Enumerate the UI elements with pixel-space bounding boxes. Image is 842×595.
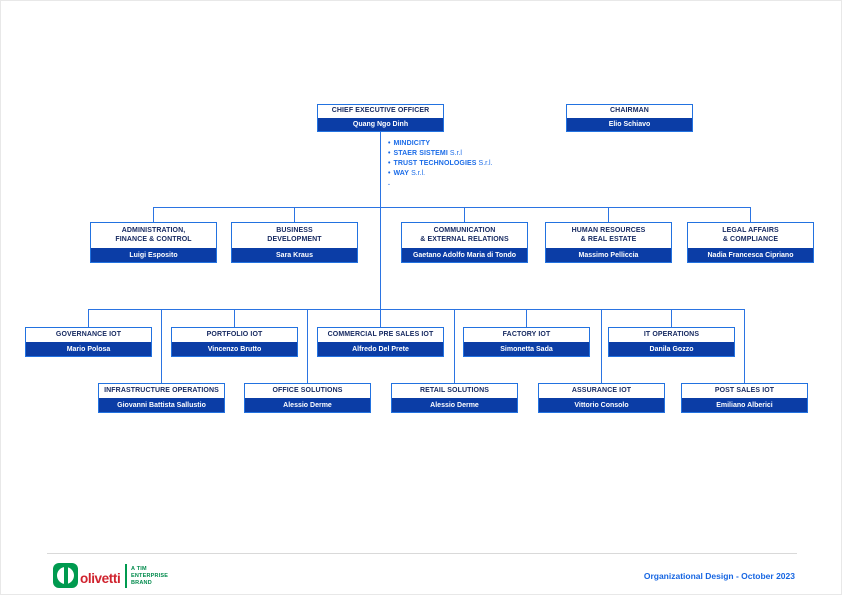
connector-row4-stub <box>601 309 602 383</box>
footer-note: Organizational Design - October 2023 <box>643 571 795 581</box>
box-factory-iot: FACTORY IOT Simonetta Sada <box>463 327 590 357</box>
connector-row3-stub <box>88 309 89 327</box>
box-name: Luigi Esposito <box>91 248 216 262</box>
connector-row2-stub <box>294 207 295 222</box>
connector-row2-stub <box>464 207 465 222</box>
connector-row3-stub <box>380 309 381 327</box>
box-title: LEGAL AFFAIRS& COMPLIANCE <box>722 227 779 243</box>
box-legal-affairs-compliance: LEGAL AFFAIRS& COMPLIANCE Nadia Francesc… <box>687 222 814 263</box>
connector-row3-horizontal <box>88 309 745 310</box>
box-title: COMMUNICATION& EXTERNAL RELATIONS <box>420 227 509 243</box>
box-name: Alessio Derme <box>392 398 517 412</box>
box-name: Vittorio Consolo <box>539 398 664 412</box>
box-name: Alfredo Del Prete <box>318 342 443 356</box>
box-assurance-iot: ASSURANCE IOT Vittorio Consolo <box>538 383 665 413</box>
connector-row2-stub <box>608 207 609 222</box>
connector-row3-stub <box>526 309 527 327</box>
box-title: CHAIRMAN <box>610 107 649 115</box>
box-name: Sara Kraus <box>232 248 357 262</box>
olivetti-wordmark: olivetti <box>80 571 121 586</box>
box-title: RETAIL SOLUTIONS <box>419 386 489 394</box>
box-office-solutions: OFFICE SOLUTIONS Alessio Derme <box>244 383 371 413</box>
olivetti-o-icon <box>53 563 78 588</box>
bullet-icon: • <box>388 150 391 157</box>
bullet-icon: • <box>388 140 391 147</box>
box-portfolio-iot: PORTFOLIO IOT Vincenzo Brutto <box>171 327 298 357</box>
box-title: FACTORY IOT <box>502 330 551 338</box>
box-administration-finance-control: ADMINISTRATION,FINANCE & CONTROL Luigi E… <box>90 222 217 263</box>
connector-row4-stub <box>454 309 455 383</box>
box-name: Vincenzo Brutto <box>172 342 297 356</box>
box-chairman: CHAIRMAN Elio Schiavo <box>566 104 693 132</box>
footer-divider <box>47 553 797 554</box>
connector-row4-stub <box>744 309 745 383</box>
box-name: Simonetta Sada <box>464 342 589 356</box>
box-title: PORTFOLIO IOT <box>206 330 263 338</box>
box-retail-solutions: RETAIL SOLUTIONS Alessio Derme <box>391 383 518 413</box>
box-governance-iot: GOVERNANCE IOT Mario Polosa <box>25 327 152 357</box>
box-chief-executive-officer: CHIEF EXECUTIVE OFFICER Quang Ngo Dinh <box>317 104 444 132</box>
box-it-operations: IT OPERATIONS Danila Gozzo <box>608 327 735 357</box>
box-title: ASSURANCE IOT <box>571 386 632 394</box>
box-name: Alessio Derme <box>245 398 370 412</box>
box-name: Massimo Pelliccia <box>546 248 671 262</box>
connector-row3-stub <box>671 309 672 327</box>
box-name: Giovanni Battista Sallustio <box>99 398 224 412</box>
connector-row2-stub <box>750 207 751 222</box>
connector-row2-horizontal <box>153 207 751 208</box>
box-commercial-pre-sales-iot: COMMERCIAL PRE SALES IOT Alfredo Del Pre… <box>317 327 444 357</box>
box-title: ADMINISTRATION,FINANCE & CONTROL <box>115 227 192 243</box>
box-infrastructure-operations: INFRASTRUCTURE OPERATIONS Giovanni Batti… <box>98 383 225 413</box>
bullet-icon: • <box>388 160 391 167</box>
box-title: HUMAN RESOURCES& REAL ESTATE <box>571 227 646 243</box>
box-communication-external-relations: COMMUNICATION& EXTERNAL RELATIONS Gaetan… <box>401 222 528 263</box>
brand-divider <box>125 564 127 588</box>
box-title: OFFICE SOLUTIONS <box>272 386 343 394</box>
box-title: IT OPERATIONS <box>643 330 700 338</box>
box-title: POST SALES IOT <box>714 386 775 394</box>
box-post-sales-iot: POST SALES IOT Emiliano Alberici <box>681 383 808 413</box>
box-name: Danila Gozzo <box>609 342 734 356</box>
connector-row3-stub <box>234 309 235 327</box>
subsidiaries-trailing-dot: . <box>388 180 390 187</box>
box-title: GOVERNANCE IOT <box>55 330 122 338</box>
connector-row2-stub <box>153 207 154 222</box>
connector-row4-stub <box>161 309 162 383</box>
brand-tagline: A TIM ENTERPRISE BRAND <box>131 566 169 586</box>
box-title: INFRASTRUCTURE OPERATIONS <box>104 386 219 394</box>
connector-row4-stub <box>307 309 308 383</box>
box-name: Elio Schiavo <box>567 118 692 131</box>
box-name: Emiliano Alberici <box>682 398 807 412</box>
box-title: CHIEF EXECUTIVE OFFICER <box>331 107 430 115</box>
box-name: Quang Ngo Dinh <box>318 118 443 131</box>
box-name: Gaetano Adolfo Maria di Tondo <box>402 248 527 262</box>
box-title: COMMERCIAL PRE SALES IOT <box>327 330 434 338</box>
connector-ceo-vertical <box>380 132 381 309</box>
bullet-icon: • <box>388 170 391 177</box>
box-name: Nadia Francesca Cipriano <box>688 248 813 262</box>
box-name: Mario Polosa <box>26 342 151 356</box>
box-human-resources-real-estate: HUMAN RESOURCES& REAL ESTATE Massimo Pel… <box>545 222 672 263</box>
subsidiary-item: •MINDICITY <box>388 140 431 147</box>
